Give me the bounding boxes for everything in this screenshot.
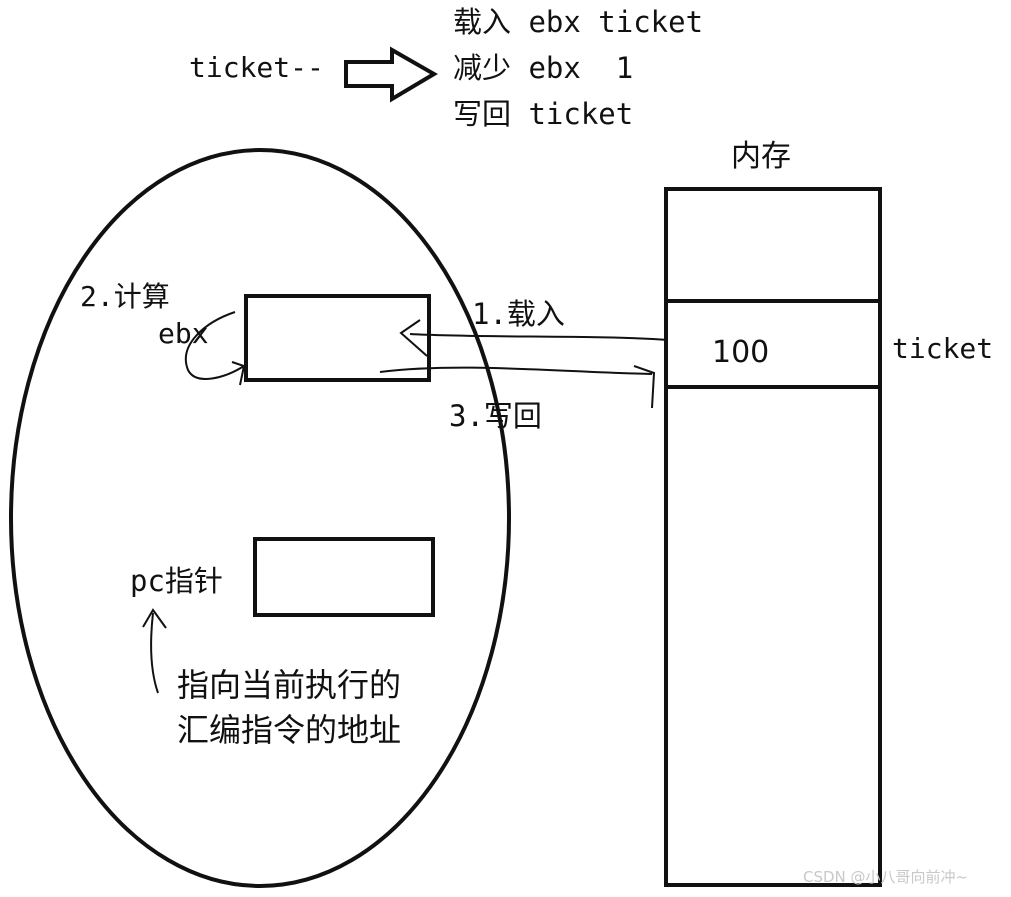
pc-note-line2: 汇编指令的地址 <box>177 711 402 749</box>
ticket-memory-cell <box>664 299 882 389</box>
ebx-register-label: ebx <box>158 317 209 350</box>
pc-note-arrow <box>150 612 159 694</box>
memory-cell-label: ticket <box>892 332 994 365</box>
watermark: CSDN @小八哥向前冲~ <box>803 868 969 886</box>
source-statement: ticket-- <box>189 51 324 84</box>
compute-loop-arrowhead <box>231 361 246 386</box>
load-arrow-line <box>409 333 669 341</box>
pc-register-box <box>253 537 435 617</box>
load-arrowhead <box>399 319 428 357</box>
ebx-register-box <box>244 294 431 382</box>
pc-note-arrowhead <box>142 608 167 629</box>
writeback-arrow-line <box>379 366 653 375</box>
compute-step-label: 2.计算 <box>80 280 170 313</box>
memory-title: 内存 <box>731 139 791 174</box>
load-step-label: 1.载入 <box>472 297 565 331</box>
compute-loop-arrow <box>185 311 245 380</box>
cpu-ellipse <box>9 148 511 888</box>
step-load-instruction: 载入 ebx ticket <box>453 5 704 39</box>
writeback-arrowhead <box>633 365 656 409</box>
pc-note-line1: 指向当前执行的 <box>177 666 402 704</box>
memory-column <box>664 187 882 887</box>
pc-register-label: pc指针 <box>130 564 223 598</box>
memory-cell-value: 100 <box>712 335 770 370</box>
hollow-right-arrow <box>344 46 438 103</box>
step-decrement-instruction: 减少 ebx 1 <box>453 51 634 85</box>
step-writeback-instruction: 写回 ticket <box>453 97 634 131</box>
writeback-step-label: 3.写回 <box>449 399 542 433</box>
